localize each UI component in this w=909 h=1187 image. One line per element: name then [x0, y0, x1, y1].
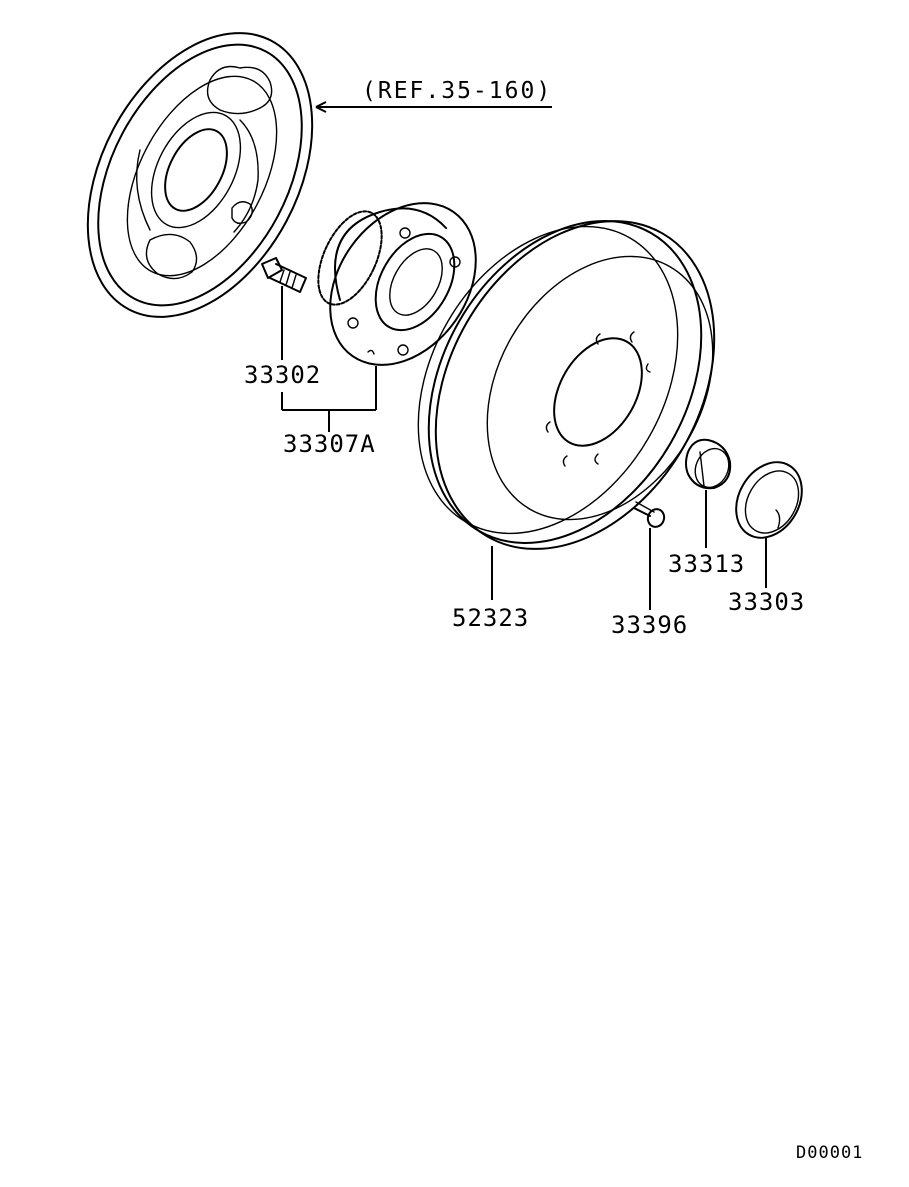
leader-lines	[281, 101, 767, 610]
part-label-33303[interactable]: 33303	[728, 588, 805, 616]
hub-cap[interactable]	[723, 450, 815, 549]
reference-label: (REF.35-160)	[362, 78, 552, 104]
screw[interactable]	[633, 501, 667, 529]
part-label-33313[interactable]: 33313	[668, 550, 745, 578]
hub-bolt[interactable]	[261, 257, 307, 293]
hub-nut[interactable]	[685, 438, 735, 493]
part-label-33302[interactable]: 33302	[244, 361, 321, 389]
document-code: D00001	[796, 1143, 863, 1163]
hub-assembly[interactable]	[300, 175, 506, 393]
part-label-52323[interactable]: 52323	[452, 604, 529, 632]
backing-plate[interactable]	[42, 0, 358, 355]
brake-drum[interactable]	[366, 171, 771, 599]
part-label-33307a[interactable]: 33307A	[283, 430, 376, 458]
part-label-33396[interactable]: 33396	[611, 611, 688, 639]
